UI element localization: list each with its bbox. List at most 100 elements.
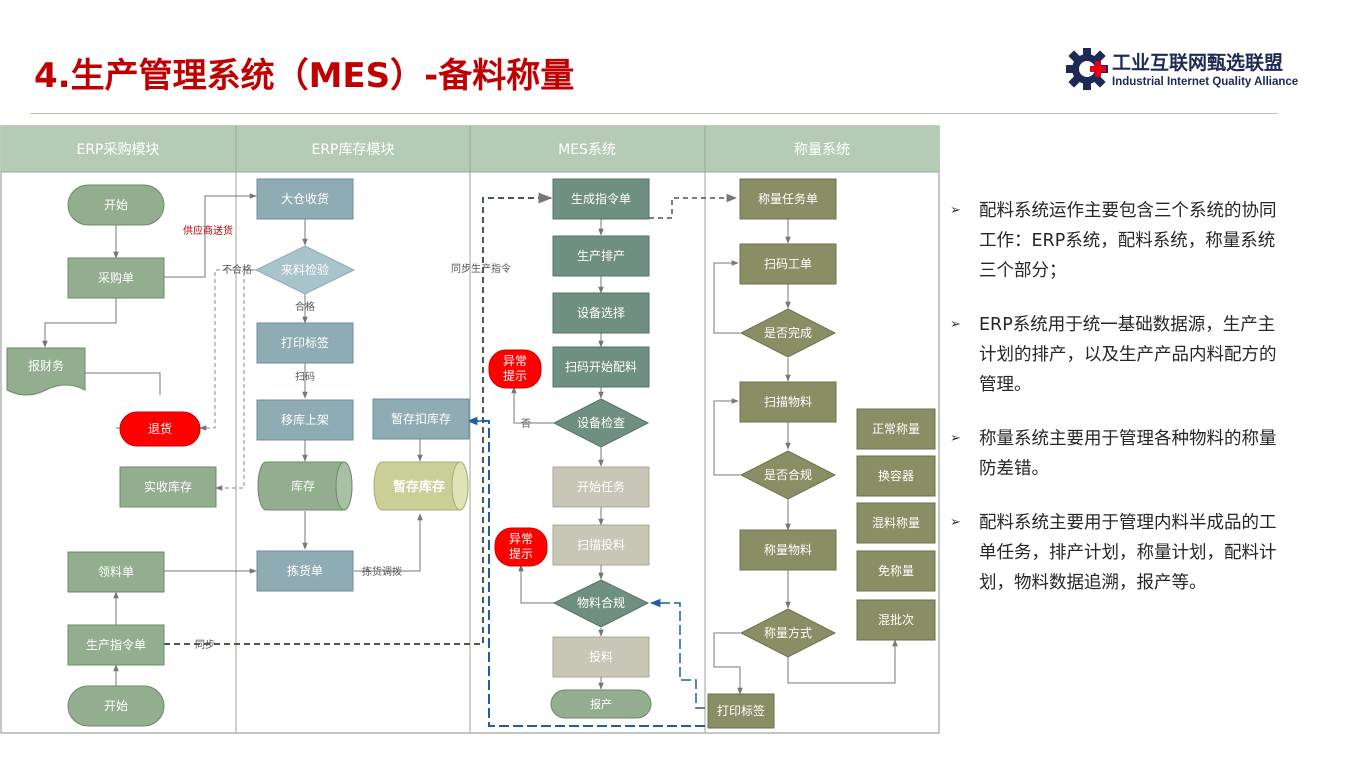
bullet-text: 配料系统运作主要包含三个系统的协同工作：ERP系统，配料系统，称量系统 三个部分… bbox=[979, 201, 1277, 281]
edge-label: 扫码 bbox=[295, 370, 315, 383]
node-is-compliant: 是否合规 bbox=[739, 450, 837, 500]
node-label: 生产排产 bbox=[577, 249, 625, 263]
node-scheduling: 生产排产 bbox=[552, 235, 650, 277]
node-label: 报产 bbox=[590, 697, 612, 711]
arrow-bullet-icon: ➢ bbox=[950, 515, 961, 530]
node-exception-1: 异常提示 bbox=[488, 349, 542, 389]
arrow bbox=[164, 193, 257, 278]
edge-label: 不合格 bbox=[222, 263, 252, 276]
node-label: 扫描物料 bbox=[764, 395, 812, 409]
node-label: 正常称量 bbox=[872, 422, 920, 436]
arrow bbox=[74, 370, 161, 395]
node-label: 移库上架 bbox=[281, 412, 329, 427]
bullet-text: 配料系统主要用于管理内料半成品的工单任务，排产计划，称量计划，配料计划，物料数据… bbox=[979, 513, 1277, 593]
node-label: 物料合规 bbox=[577, 595, 625, 610]
node-move-shelf: 移库上架 bbox=[256, 399, 354, 441]
node-label: 打印标签 bbox=[717, 703, 765, 718]
node-scan-feed: 扫描投料 bbox=[552, 524, 650, 566]
node-pick-list: 领料单 bbox=[67, 551, 165, 593]
edge-label: 拣货调拨 bbox=[362, 565, 402, 578]
logo-chinese-text: 工业互联网甄选联盟 bbox=[1112, 52, 1284, 74]
node-picking-order: 拣货单 bbox=[256, 550, 354, 592]
bullet-item: ➢ERP系统用于统一基础数据源，生产主计划的排产，以及生产产品内料配方的管理。 bbox=[950, 310, 1290, 400]
arrow bbox=[713, 260, 740, 334]
node-label: 是否完成 bbox=[764, 325, 812, 340]
edge-label: 同步生产指令 bbox=[451, 262, 511, 275]
node-label: 称量任务单 bbox=[758, 191, 818, 206]
node-label: 暂存库存 bbox=[393, 479, 445, 495]
node-weigh-task: 称量任务单 bbox=[739, 178, 837, 220]
node-label: 换容器 bbox=[878, 468, 914, 483]
node-label: 来料检验 bbox=[281, 262, 329, 277]
node-label: 实收库存 bbox=[144, 479, 192, 494]
node-label: 混料称量 bbox=[872, 516, 920, 530]
node-temp-stock: 暂存库存 bbox=[373, 461, 469, 511]
lane-title-mes: MES系统 bbox=[558, 142, 616, 158]
arrow bbox=[713, 632, 743, 695]
node-label: 开始 bbox=[104, 699, 128, 713]
node-print-label-2: 打印标签 bbox=[707, 693, 775, 729]
bullet-item: ➢ 配料系统主要用于管理内料半成品的工单任务，排产计划，称量计划，配料计划，物料数… bbox=[950, 508, 1290, 598]
node-start-top: 开始 bbox=[67, 184, 165, 226]
page-title: 4.生产管理系统（MES）-备料称量 bbox=[34, 56, 575, 96]
arrow bbox=[354, 513, 423, 572]
node-label: 开始任务 bbox=[577, 479, 625, 494]
node-label: 拣货单 bbox=[287, 563, 323, 578]
bullet-text: 称量系统主要用于管理各种物料的称量防差错。 bbox=[979, 429, 1277, 479]
node-scan-work-order: 扫码工单 bbox=[739, 243, 837, 285]
lane-title-erp-purchase: ERP采购模块 bbox=[76, 142, 159, 158]
node-label: 称量方式 bbox=[764, 625, 812, 640]
flowchart: ERP采购模块 ERP库存模块 MES系统 称量系统 bbox=[0, 125, 940, 734]
edge-label: 否 bbox=[521, 418, 531, 430]
node-temp-hold: 暂存扣库存 bbox=[372, 398, 470, 440]
node-scan-start: 扫码开始配料 bbox=[552, 346, 650, 388]
node-label: 称量物料 bbox=[764, 543, 812, 557]
node-no-weigh: 免称量 bbox=[856, 550, 936, 592]
node-mixed-weigh: 混料称量 bbox=[856, 502, 936, 544]
node-equip-select: 设备选择 bbox=[552, 292, 650, 334]
node-feeding: 投料 bbox=[552, 636, 650, 678]
node-label: 领料单 bbox=[98, 565, 134, 579]
node-incoming-inspect: 来料检验 bbox=[254, 245, 356, 295]
node-start-bottom: 开始 bbox=[67, 685, 165, 727]
node-production-order: 生产指令单 bbox=[67, 624, 165, 666]
node-material-ok: 物料合规 bbox=[552, 579, 650, 628]
edge-label: 合格 bbox=[295, 300, 315, 313]
arrow bbox=[511, 386, 556, 424]
arrow bbox=[42, 297, 117, 348]
node-normal-weigh: 正常称量 bbox=[856, 408, 936, 450]
node-label: 生产指令单 bbox=[86, 637, 146, 652]
arrow bbox=[518, 564, 556, 604]
edge-label: 同步 bbox=[195, 639, 215, 651]
sync-dashed-arrow bbox=[649, 193, 738, 219]
blue-dashed-arrow bbox=[470, 420, 705, 727]
arrow bbox=[787, 639, 898, 684]
node-label: 扫码开始配料 bbox=[565, 360, 637, 374]
node-label: 打印标签 bbox=[281, 335, 329, 350]
node-start-task: 开始任务 bbox=[552, 466, 650, 508]
node-label: 设备检查 bbox=[577, 415, 625, 430]
node-equip-check: 设备检查 bbox=[552, 398, 650, 448]
node-report-finance: 报财务 bbox=[6, 347, 86, 396]
node-print-label: 打印标签 bbox=[256, 322, 354, 364]
dashed-arrow bbox=[215, 269, 256, 491]
node-change-container: 换容器 bbox=[856, 455, 936, 497]
node-label: 退货 bbox=[148, 421, 172, 436]
dashed-arrow bbox=[199, 269, 255, 431]
arrow bbox=[713, 398, 740, 476]
lane-title-erp-inventory: ERP库存模块 bbox=[311, 142, 394, 158]
node-label: 异常提示 bbox=[503, 354, 527, 383]
node-return-goods: 退货 bbox=[119, 411, 201, 447]
blue-dashed-arrow bbox=[649, 598, 705, 709]
node-inventory: 库存 bbox=[257, 461, 353, 511]
description-list: ➢ 配料系统运作主要包含三个系统的协同工作：ERP系统，配料系统，称量系统 三个部… bbox=[950, 196, 1290, 622]
node-label: 采购单 bbox=[98, 270, 134, 285]
bullet-item: ➢配料系统运作主要包含三个系统的协同工作：ERP系统，配料系统，称量系统 三个部… bbox=[950, 196, 1290, 286]
bullet-item: ➢称量系统主要用于管理各种物料的称量防差错。 bbox=[950, 424, 1290, 484]
node-gen-instruction: 生成指令单 bbox=[552, 178, 650, 220]
node-weigh-mode: 称量方式 bbox=[739, 608, 837, 658]
alliance-logo: 工业互联网甄选联盟 Industrial Internet Quality Al… bbox=[1064, 44, 1324, 96]
arrow-bullet-icon: ➢ bbox=[950, 317, 961, 332]
lane-title-weighing: 称量系统 bbox=[794, 142, 850, 158]
gear-icon bbox=[1066, 48, 1108, 90]
